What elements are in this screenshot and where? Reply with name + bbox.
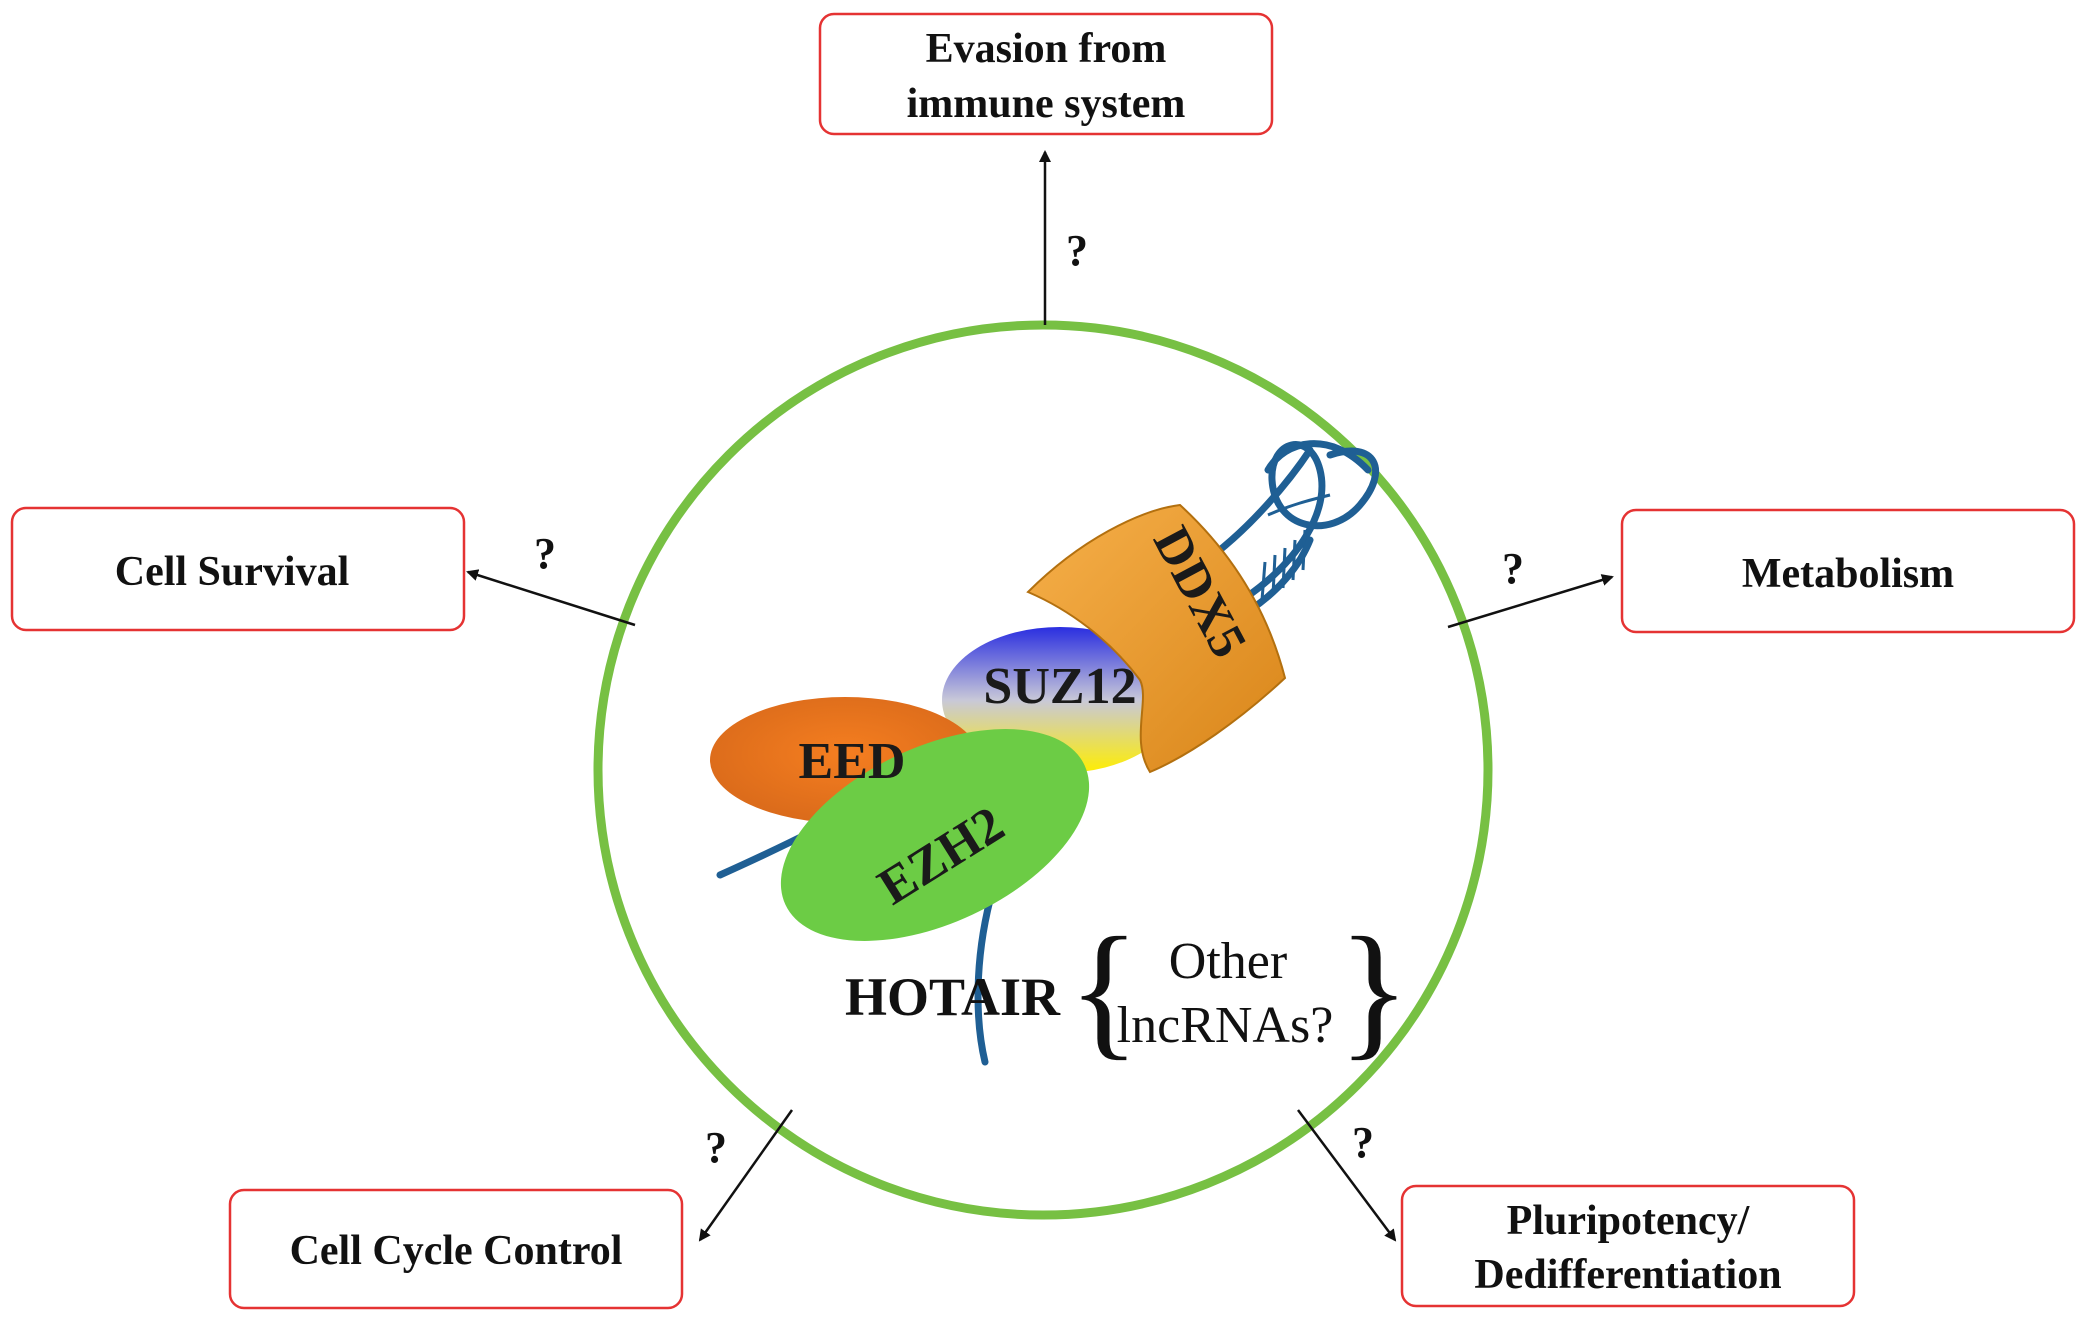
cell-boundary	[593, 320, 1493, 1220]
arrow-metabolism	[1447, 574, 1614, 629]
arrow-cell-cycle	[698, 1109, 794, 1242]
box-survival: Cell Survival	[10, 506, 466, 632]
box-pluripotency-line2: Dedifferentiation	[1474, 1252, 1781, 1298]
hotair-label: HOTAIR	[845, 967, 1061, 1027]
query-immune: ?	[1066, 226, 1088, 275]
other-lncrnas-line2: lncRNAs?	[1117, 997, 1334, 1054]
box-pluripotency: Pluripotency/ Dedifferentiation	[1400, 1184, 1856, 1308]
query-pluripotency: ?	[1352, 1118, 1374, 1167]
box-metabolism: Metabolism	[1620, 508, 2076, 634]
suz12-label: SUZ12	[983, 658, 1136, 715]
query-metabolism: ?	[1502, 544, 1524, 593]
eed-label: EED	[799, 733, 906, 790]
brace-left: {	[1068, 907, 1140, 1073]
query-cell-cycle: ?	[705, 1123, 727, 1172]
box-immune-line2: immune system	[907, 81, 1186, 127]
other-lncrnas-line1: Other	[1169, 933, 1287, 990]
rna-strand-tail	[974, 896, 994, 1066]
query-survival: ?	[534, 529, 556, 578]
box-metabolism-label: Metabolism	[1742, 551, 1954, 597]
dna-helix	[1241, 440, 1380, 614]
arrow-survival	[466, 569, 636, 627]
box-pluripotency-line1: Pluripotency/	[1507, 1198, 1751, 1244]
box-cell-cycle: Cell Cycle Control	[228, 1188, 684, 1310]
arrow-pluripotency	[1296, 1109, 1397, 1242]
box-immune-line1: Evasion from	[926, 26, 1167, 72]
box-cell-cycle-label: Cell Cycle Control	[290, 1228, 623, 1274]
box-survival-label: Cell Survival	[115, 549, 350, 595]
box-immune: Evasion from immune system	[818, 12, 1274, 136]
brace-right: }	[1338, 907, 1410, 1073]
ddx5-protein	[1026, 503, 1287, 774]
ezh2-protein	[780, 729, 1090, 941]
